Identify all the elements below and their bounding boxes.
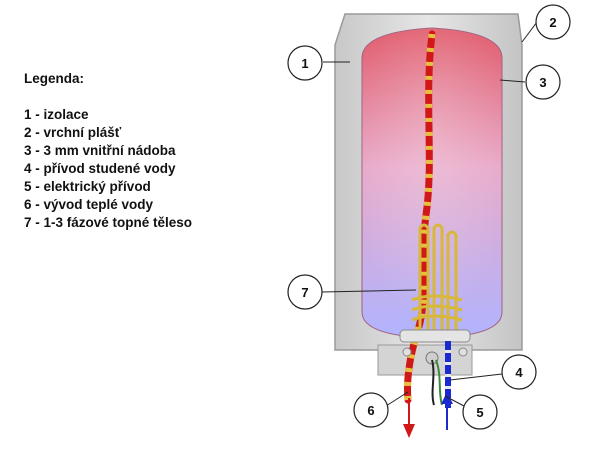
callout-3-label: 3 — [539, 75, 546, 90]
legend: Legenda: 1 - izolace 2 - vrchní plášť 3 … — [24, 70, 192, 232]
callout-3: 3 — [525, 64, 561, 100]
leader-lines — [321, 21, 538, 407]
cold-inlet-arrow — [441, 392, 453, 404]
legend-item-2: 2 - vrchní plášť — [24, 125, 122, 140]
legend-item-7: 7 - 1-3 fázové topné těleso — [24, 215, 193, 230]
flange-bolt-right — [458, 347, 468, 357]
callout-7-label: 7 — [301, 285, 308, 300]
legend-item-5: 5 - elektrický přívod — [24, 179, 151, 194]
heating-element — [411, 223, 463, 330]
callout-4-label: 4 — [515, 365, 523, 380]
callout-1-label: 1 — [301, 56, 308, 71]
callout-5: 5 — [462, 394, 498, 430]
callout-7: 7 — [287, 274, 323, 310]
callout-5-label: 5 — [476, 405, 483, 420]
legend-item-4: 4 - přívod studené vody — [24, 161, 176, 176]
heater-flange — [399, 329, 471, 343]
hot-water-pipe-stripes — [404, 33, 436, 401]
legend-title: Legenda: — [24, 71, 85, 86]
legend-item-1: 1 - izolace — [24, 107, 89, 122]
hot-outlet-arrow — [403, 424, 415, 438]
callout-1: 1 — [287, 45, 323, 81]
wire-black — [431, 359, 435, 406]
callout-2-label: 2 — [549, 15, 556, 30]
callout-4: 4 — [501, 354, 537, 390]
wire-green — [435, 359, 443, 406]
base-stand — [377, 344, 473, 376]
flange-bolt-left — [402, 347, 412, 357]
callout-2: 2 — [535, 4, 571, 40]
legend-item-6: 6 - vývod teplé vody — [24, 197, 154, 212]
callout-6-label: 6 — [367, 403, 374, 418]
callout-6: 6 — [353, 392, 389, 428]
legend-item-3: 3 - 3 mm vnitřní nádoba — [24, 143, 176, 158]
